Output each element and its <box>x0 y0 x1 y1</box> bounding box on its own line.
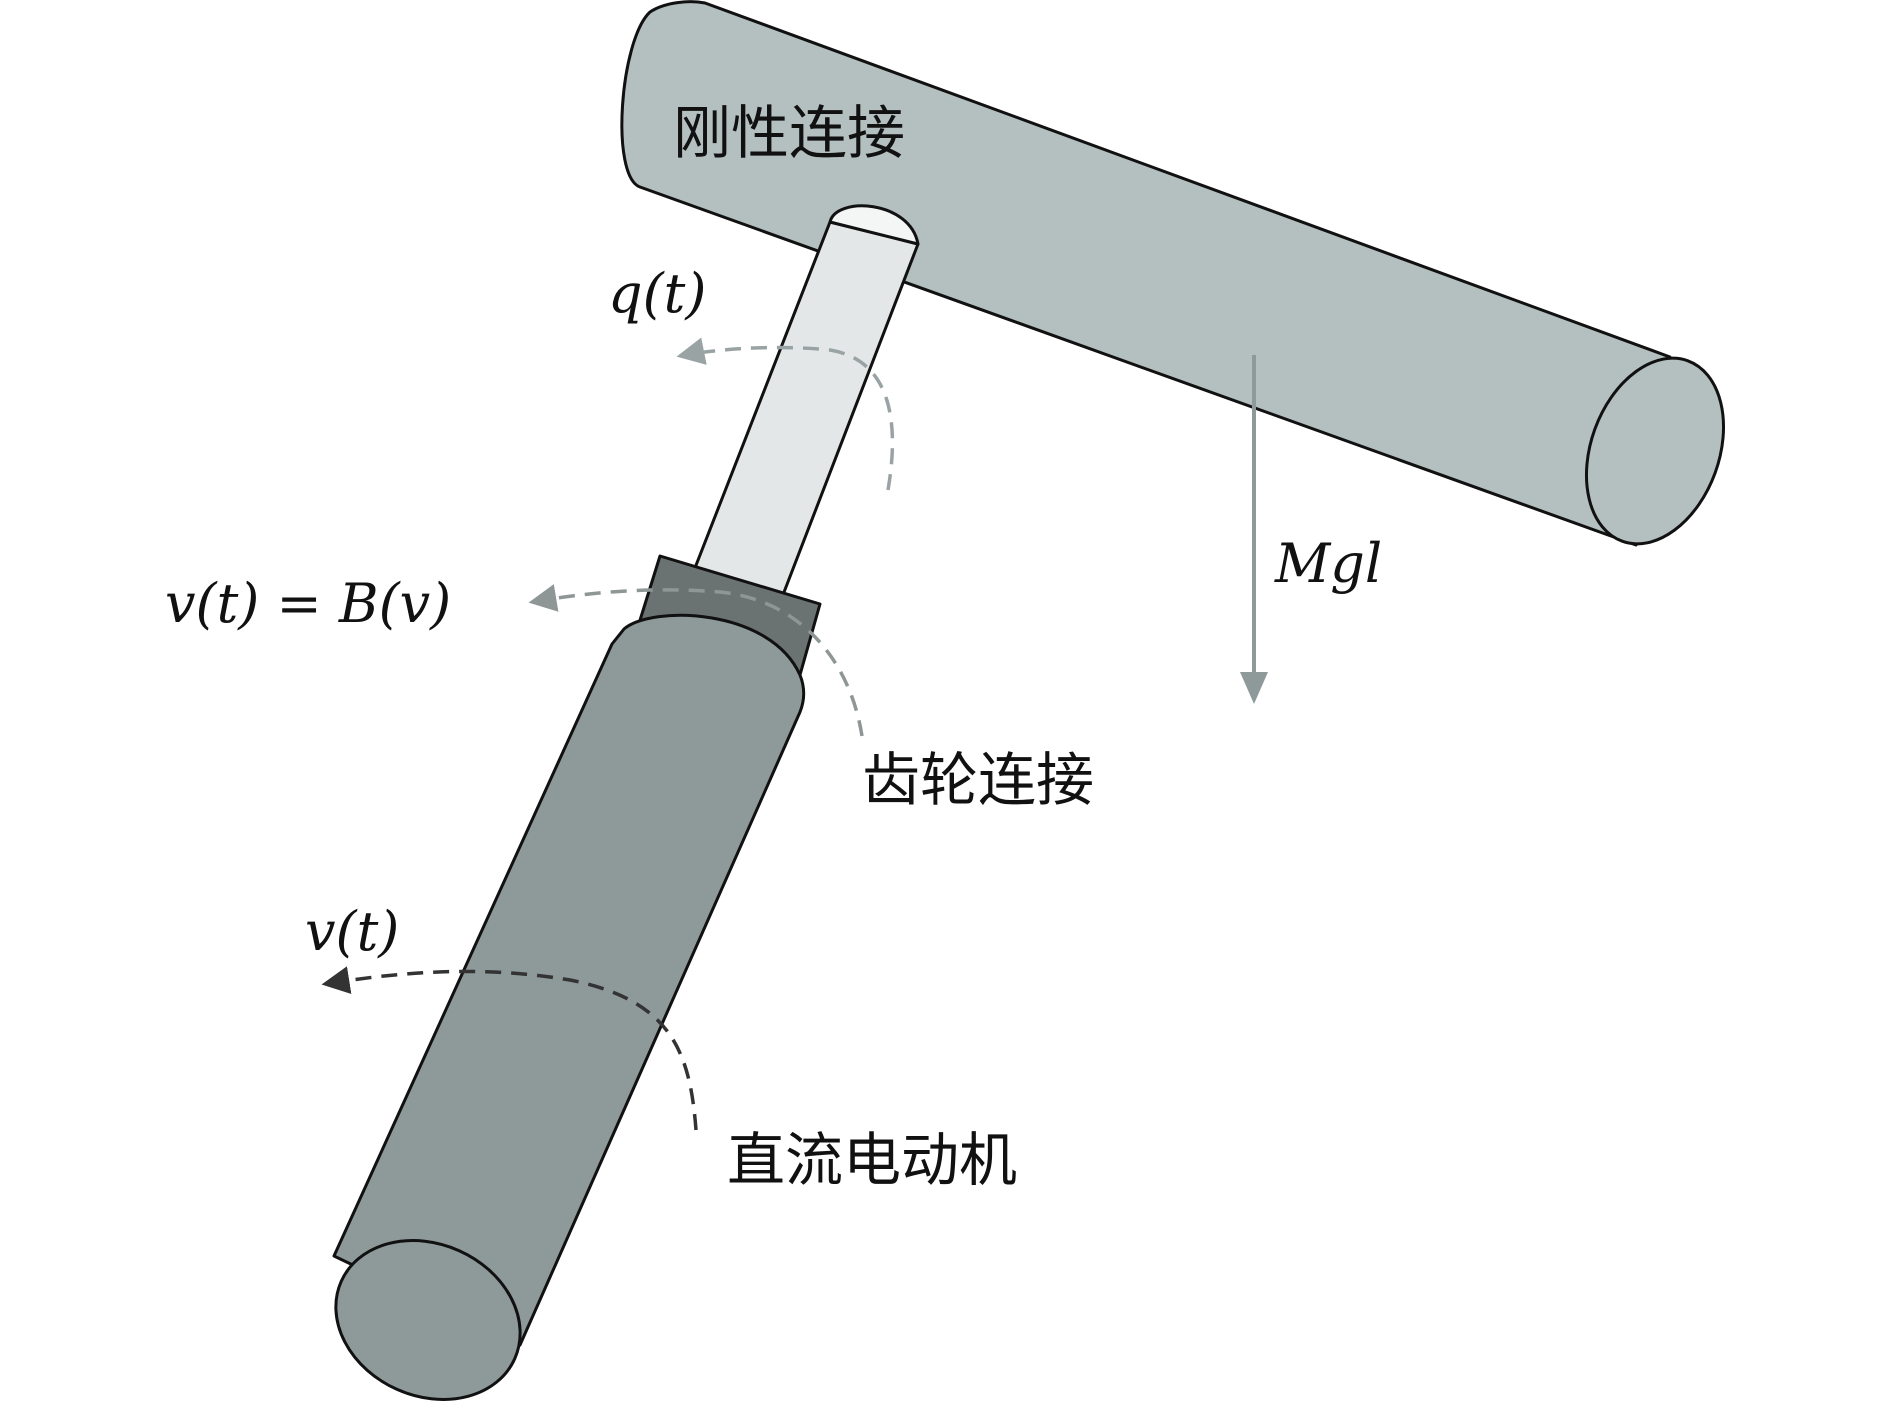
rigid-link-label: 刚性连接 <box>673 99 905 167</box>
link-angle-label: q(t) <box>608 262 706 325</box>
gear-rotation-arrow <box>528 584 864 737</box>
dc-motor <box>332 613 806 1401</box>
shaft <box>691 204 920 602</box>
rigid-link-end-cap <box>1584 356 1726 546</box>
motor-rotation-arrow <box>321 966 698 1131</box>
dc-motor-label: 直流电动机 <box>727 1126 1017 1194</box>
dc-motor-end-cap <box>334 1239 522 1401</box>
down-arrow-icon <box>1240 672 1268 704</box>
gear-output-label: v(t) = B(v) <box>165 572 451 635</box>
gravity-arrow <box>1240 355 1268 704</box>
shaft-body <box>691 220 920 602</box>
gear-coupling-label: 齿轮连接 <box>862 746 1094 814</box>
motor-angle-label: v(t) <box>305 900 399 963</box>
gravity-moment-label: Mgl <box>1274 532 1382 595</box>
shaft-top-cap <box>828 204 920 246</box>
link-rotation-arrow <box>676 337 895 491</box>
rigid-link <box>620 0 1726 547</box>
rigid-link-body <box>620 0 1672 547</box>
